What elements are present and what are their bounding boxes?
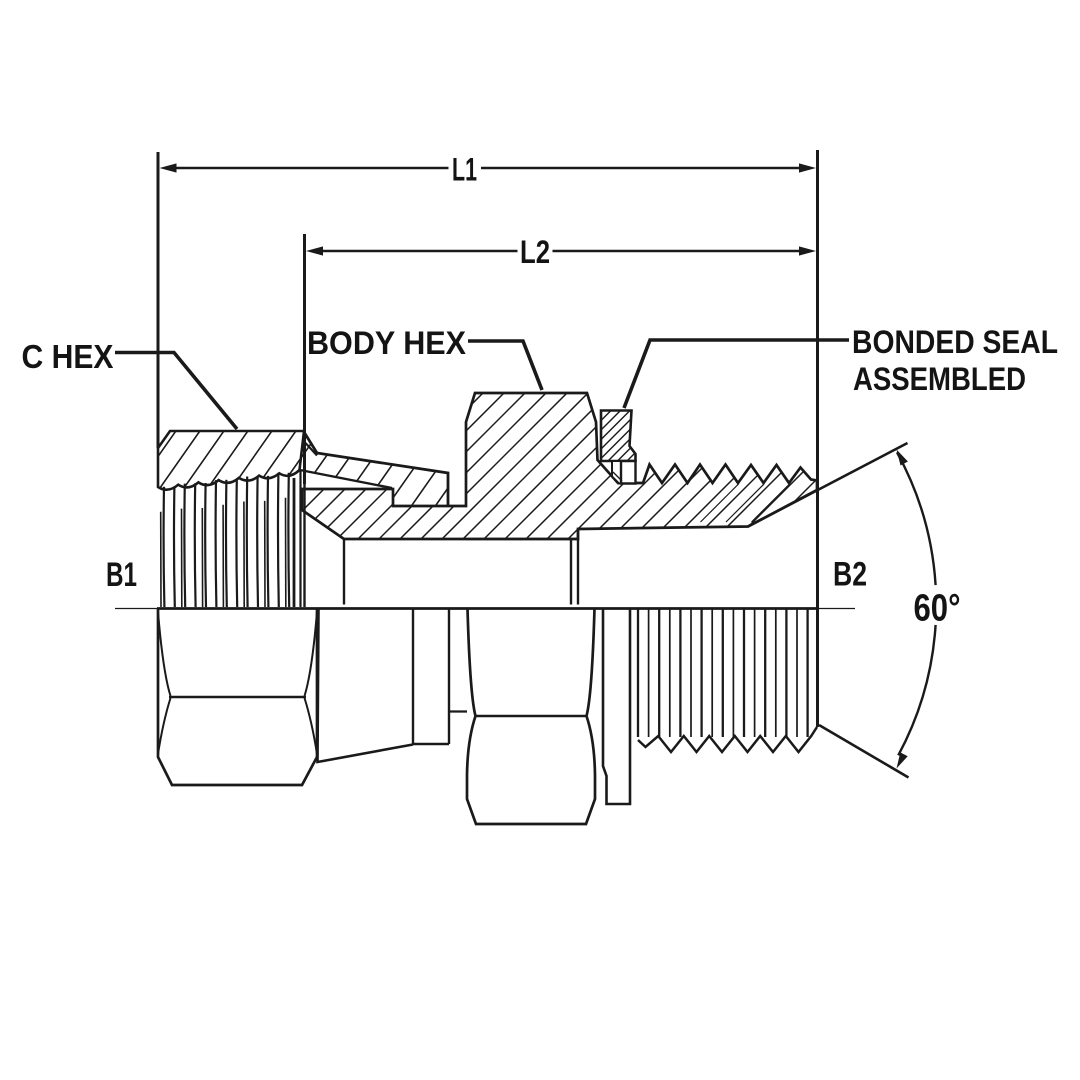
svg-text:ASSEMBLED: ASSEMBLED xyxy=(853,361,1026,397)
svg-text:B2: B2 xyxy=(833,556,867,594)
svg-text:60°: 60° xyxy=(914,588,961,630)
svg-text:B1: B1 xyxy=(106,556,137,594)
svg-text:BONDED SEAL: BONDED SEAL xyxy=(852,324,1058,360)
svg-text:L1: L1 xyxy=(452,152,477,188)
svg-text:C HEX: C HEX xyxy=(22,338,114,375)
svg-text:BODY HEX: BODY HEX xyxy=(307,325,467,361)
svg-text:L2: L2 xyxy=(520,234,550,270)
